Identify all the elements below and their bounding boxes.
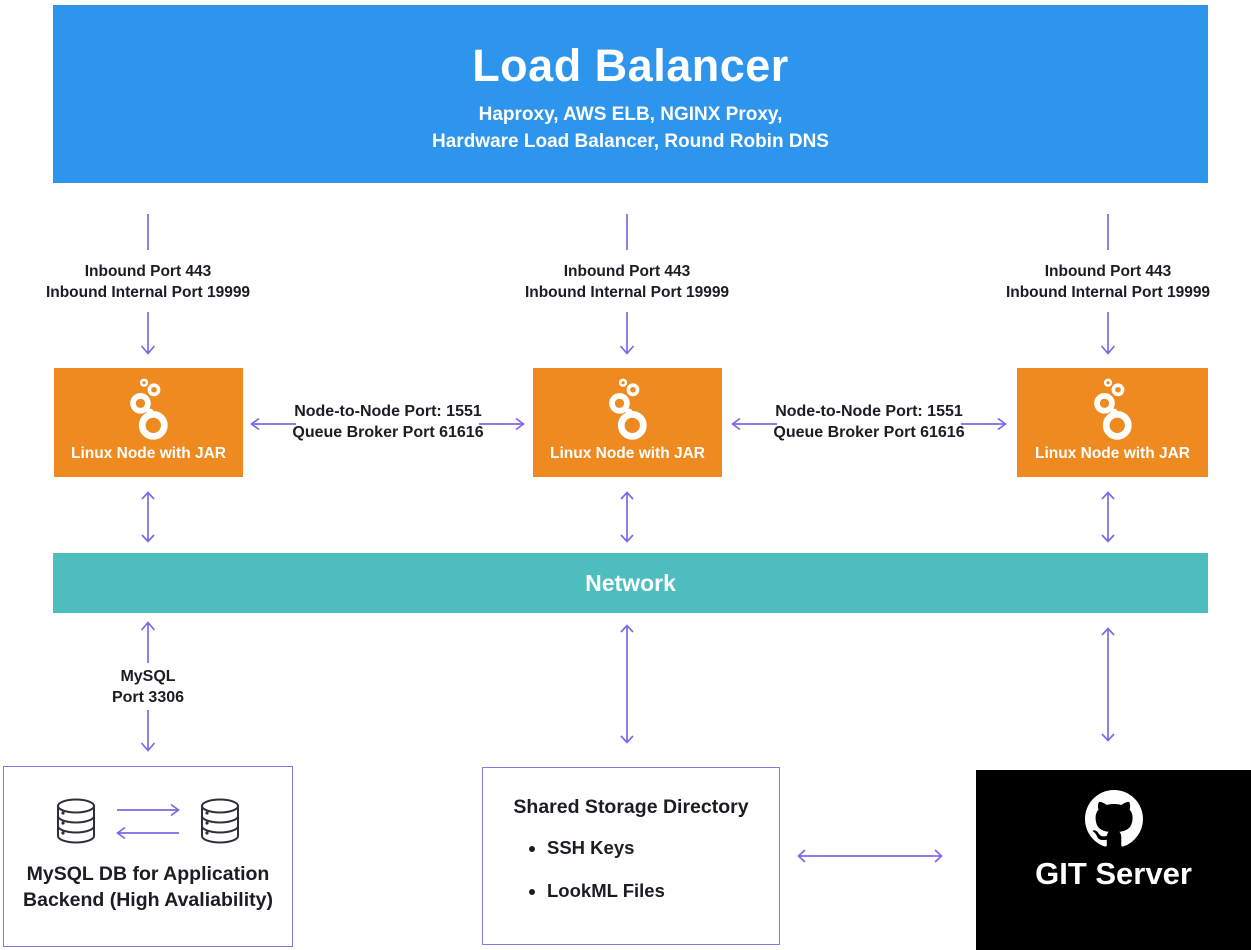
mysql-db-box: MySQL DB for Application Backend (High A…: [3, 766, 293, 947]
linux-node-box-right: Linux Node with JAR: [1017, 368, 1208, 477]
double-arrow-vertical-icon: [620, 491, 634, 543]
arrow-left-icon: [250, 417, 296, 431]
database-icon: [57, 798, 95, 844]
arrow-up-icon: [140, 621, 156, 663]
load-balancer-title: Load Balancer: [472, 40, 789, 91]
port-3306-label: Port 3306: [111, 689, 185, 706]
shared-storage-box: Shared Storage Directory SSH Keys LookML…: [482, 767, 780, 945]
mysql-db-label-line2: Backend (High Avaliability): [23, 889, 273, 911]
double-arrow-vertical-icon: [620, 624, 634, 744]
inbound-port-443: Inbound Port 443: [1044, 263, 1172, 280]
arrow-left-icon: [731, 417, 777, 431]
database-icon: [201, 798, 239, 844]
looker-icon: [1093, 378, 1132, 440]
double-arrow-horizontal-icon: [797, 849, 943, 863]
load-balancer-subtitle-line1: Haproxy, AWS ELB, NGINX Proxy,: [478, 103, 783, 125]
node-to-node-port: Node-to-Node Port: 1551: [294, 403, 482, 420]
shared-storage-title: Shared Storage Directory: [513, 796, 749, 818]
storage-item-lookml-files: LookML Files: [547, 880, 779, 902]
inbound-port-443: Inbound Port 443: [563, 263, 691, 280]
node-label: Linux Node with JAR: [1035, 445, 1190, 462]
mysql-label: MySQL: [120, 668, 176, 685]
mysql-port-label: MySQL Port 3306: [48, 666, 248, 708]
network-label: Network: [585, 570, 676, 596]
looker-icon: [129, 378, 168, 440]
internode-ports-label: Node-to-Node Port: 1551 Queue Broker Por…: [268, 401, 508, 443]
inbound-port-443: Inbound Port 443: [84, 263, 212, 280]
connector-line-icon: [626, 214, 628, 250]
looker-icon: [608, 378, 647, 440]
connector-line-icon: [147, 214, 149, 250]
linux-node-box-left: Linux Node with JAR: [54, 368, 243, 477]
storage-item-ssh-keys: SSH Keys: [547, 837, 779, 859]
double-arrow-vertical-icon: [1101, 627, 1115, 742]
queue-broker-port: Queue Broker Port 61616: [773, 424, 965, 441]
git-server-label: GIT Server: [1035, 856, 1192, 891]
arrow-left-icon: [116, 826, 179, 839]
inbound-internal-port: Inbound Internal Port 19999: [524, 284, 730, 301]
inbound-ports-label-middle: Inbound Port 443 Inbound Internal Port 1…: [487, 261, 767, 303]
inbound-internal-port: Inbound Internal Port 19999: [45, 284, 251, 301]
arrow-down-icon: [619, 312, 635, 355]
network-box: Network: [53, 553, 1208, 613]
arrow-down-icon: [140, 312, 156, 355]
arrow-down-icon: [1100, 312, 1116, 355]
load-balancer-box: Load Balancer Haproxy, AWS ELB, NGINX Pr…: [53, 5, 1208, 183]
arrow-right-icon: [961, 417, 1007, 431]
double-arrow-vertical-icon: [141, 491, 155, 543]
inbound-ports-label-right: Inbound Port 443 Inbound Internal Port 1…: [968, 261, 1248, 303]
mysql-db-label-line1: MySQL DB for Application: [26, 863, 270, 885]
node-label: Linux Node with JAR: [550, 445, 705, 462]
double-arrow-vertical-icon: [1101, 491, 1115, 543]
git-server-box: GIT Server: [976, 770, 1251, 950]
github-icon: [1084, 790, 1143, 847]
arrow-down-icon: [140, 710, 156, 752]
arrow-right-icon: [479, 417, 525, 431]
load-balancer-subtitle-line2: Hardware Load Balancer, Round Robin DNS: [432, 130, 829, 152]
node-to-node-port: Node-to-Node Port: 1551: [775, 403, 963, 420]
inbound-internal-port: Inbound Internal Port 19999: [1005, 284, 1211, 301]
linux-node-box-middle: Linux Node with JAR: [533, 368, 722, 477]
inbound-ports-label-left: Inbound Port 443 Inbound Internal Port 1…: [8, 261, 288, 303]
queue-broker-port: Queue Broker Port 61616: [292, 424, 484, 441]
shared-storage-list: SSH Keys LookML Files: [547, 837, 779, 902]
internode-ports-label: Node-to-Node Port: 1551 Queue Broker Por…: [749, 401, 989, 443]
node-label: Linux Node with JAR: [71, 445, 226, 462]
arrow-right-icon: [117, 803, 180, 816]
connector-line-icon: [1107, 214, 1109, 250]
